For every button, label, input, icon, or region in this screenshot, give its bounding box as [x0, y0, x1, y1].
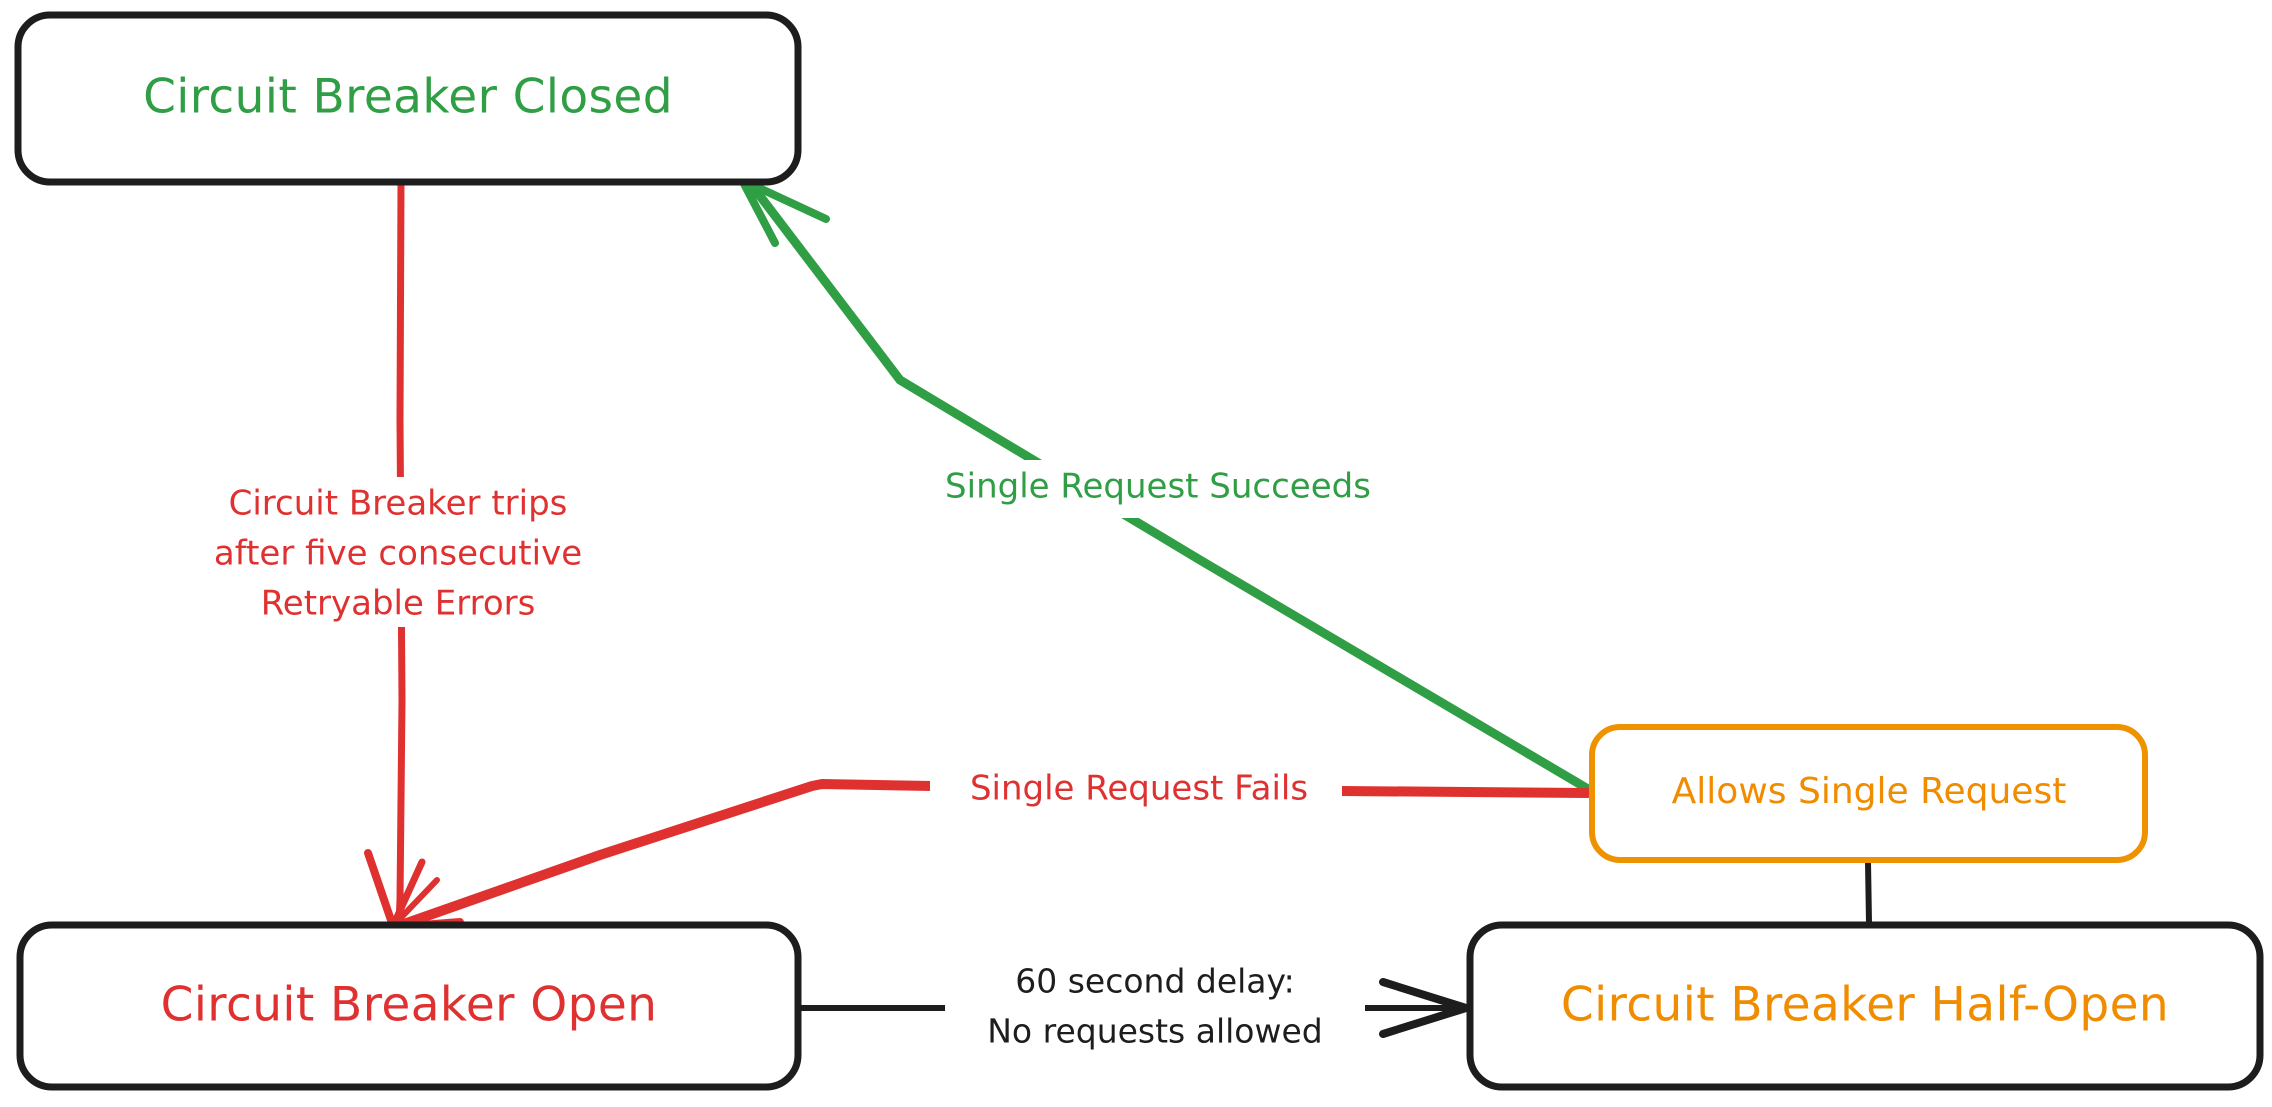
edge-label-single-request-fails: Single Request Fails: [930, 765, 1342, 821]
edge-closed-to-open-arrowhead-right: [389, 858, 426, 930]
edge-allows-to-closed-arrowhead-lower: [738, 176, 779, 247]
edge-half-open-to-allows-line: [1865, 859, 1872, 926]
edge-label-60-second-delay-line2: No requests allowed: [987, 1012, 1322, 1051]
edge-allows-to-closed: [738, 176, 1593, 794]
node-circuit-breaker-half-open-shape: [1466, 921, 2264, 1091]
edge-open-to-half-open-arrowhead: [1379, 978, 1470, 1038]
node-circuit-breaker-closed-label: Circuit Breaker Closed: [143, 70, 673, 125]
edge-label-circuit-breaker-trips-line3: Retryable Errors: [261, 584, 536, 624]
edge-label-single-request-succeeds-text: Single Request Succeeds: [945, 467, 1371, 507]
edge-label-single-request-fails-text: Single Request Fails: [970, 769, 1308, 809]
edge-label-circuit-breaker-trips: Circuit Breaker trips after five consecu…: [178, 477, 618, 627]
edge-half-open-to-allows: [1865, 859, 1872, 926]
node-allows-single-request[interactable]: Allows Single Request: [1589, 724, 2148, 863]
node-circuit-breaker-closed-shape: [14, 11, 802, 186]
node-circuit-breaker-open-label: Circuit Breaker Open: [161, 978, 658, 1033]
edge-allows-to-closed-line: [741, 177, 1593, 794]
node-circuit-breaker-open[interactable]: Circuit Breaker Open: [16, 921, 802, 1091]
node-allows-single-request-label: Allows Single Request: [1672, 771, 2067, 812]
edge-label-single-request-fails-bg: [930, 765, 1342, 821]
node-circuit-breaker-open-shape: [16, 921, 802, 1091]
edge-label-circuit-breaker-trips-line2: after five consecutive: [214, 534, 582, 574]
edge-label-60-second-delay-line1: 60 second delay:: [1015, 962, 1295, 1001]
edge-label-circuit-breaker-trips-line1: Circuit Breaker trips: [229, 484, 568, 524]
node-circuit-breaker-closed[interactable]: Circuit Breaker Closed: [14, 11, 802, 186]
edge-label-single-request-succeeds-bg: [905, 460, 1405, 518]
node-allows-single-request-shape: [1589, 724, 2148, 863]
node-circuit-breaker-half-open[interactable]: Circuit Breaker Half-Open: [1466, 921, 2264, 1091]
edge-label-circuit-breaker-trips-bg: [178, 477, 618, 627]
edge-closed-to-open-arrowhead-left: [364, 849, 397, 930]
edge-label-60-second-delay: 60 second delay: No requests allowed: [945, 955, 1365, 1061]
edge-closed-to-open-arrowhead-right2: [390, 877, 440, 929]
edge-label-60-second-delay-bg: [945, 955, 1365, 1061]
edge-open-to-half-open: [797, 978, 1470, 1038]
edge-closed-to-open: [364, 178, 440, 930]
edge-allows-to-closed-arrowhead-upper: [738, 176, 830, 223]
edge-label-single-request-succeeds: Single Request Succeeds: [905, 460, 1405, 518]
node-circuit-breaker-half-open-label: Circuit Breaker Half-Open: [1561, 978, 2169, 1033]
